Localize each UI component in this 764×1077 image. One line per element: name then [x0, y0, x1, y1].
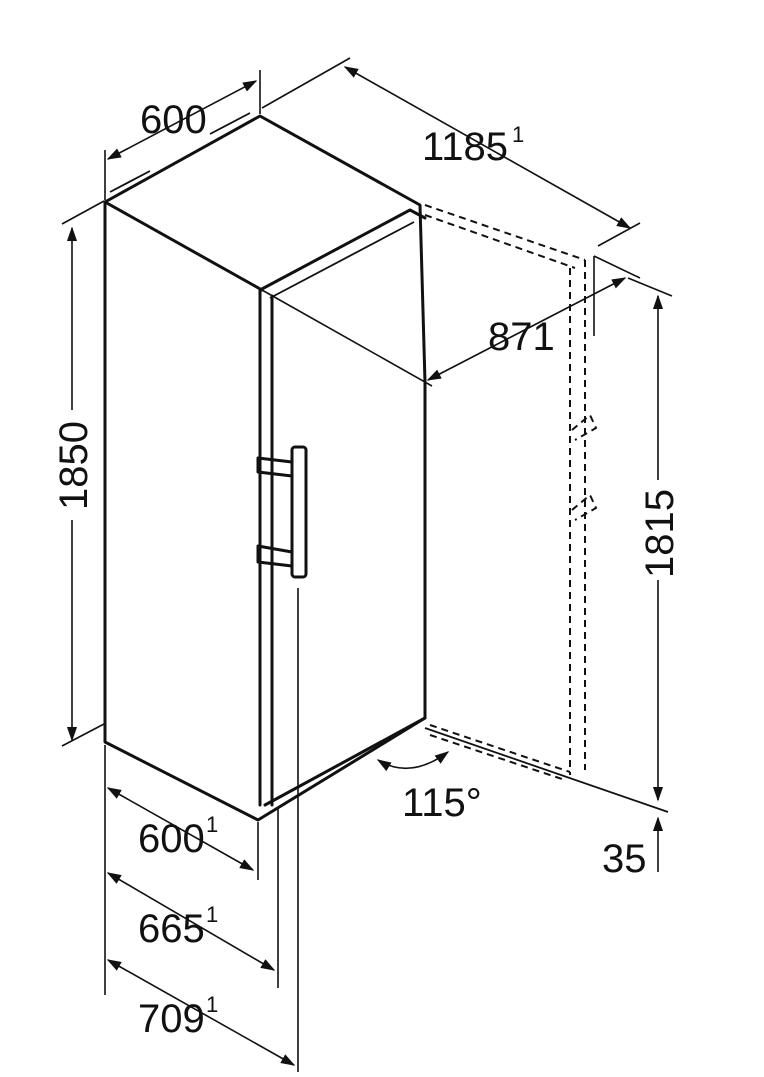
open-door-outline: [424, 204, 598, 781]
fridge-cabinet: [103, 112, 427, 822]
dim-label-door-clearance: 871: [488, 315, 555, 359]
dim-open-door-height: [627, 277, 673, 802]
floor-line: [424, 727, 669, 813]
dim-door-clearance: [261, 255, 641, 387]
dim-label-depth-total: 709: [138, 997, 205, 1041]
dim-label-open-depth: 1185: [422, 125, 508, 169]
dim-label-height: 1850: [52, 421, 96, 510]
fridge-door: [258, 208, 427, 807]
dim-label-door-angle: 115°: [402, 781, 482, 825]
dim-door-angle: [376, 751, 450, 772]
dim-top-width: [104, 70, 261, 200]
dim-label-floor-clearance: 35: [602, 837, 647, 881]
dim-label-depth: 600: [138, 817, 205, 861]
dim-bottom-depths: [104, 588, 299, 1072]
door-handle: [256, 445, 308, 579]
dim-note-depth-total: 1: [206, 992, 218, 1017]
dim-label-open-door-height: 1815: [638, 489, 682, 578]
dim-open-depth: [261, 57, 641, 247]
dim-height: [61, 200, 105, 747]
dim-label-top-width: 600: [140, 98, 207, 142]
dim-label-depth-handle: 665: [138, 907, 205, 951]
dim-note-depth-handle: 1: [206, 902, 218, 927]
dim-note-depth: 1: [206, 812, 218, 837]
dim-note-open-depth: 1: [512, 122, 524, 147]
